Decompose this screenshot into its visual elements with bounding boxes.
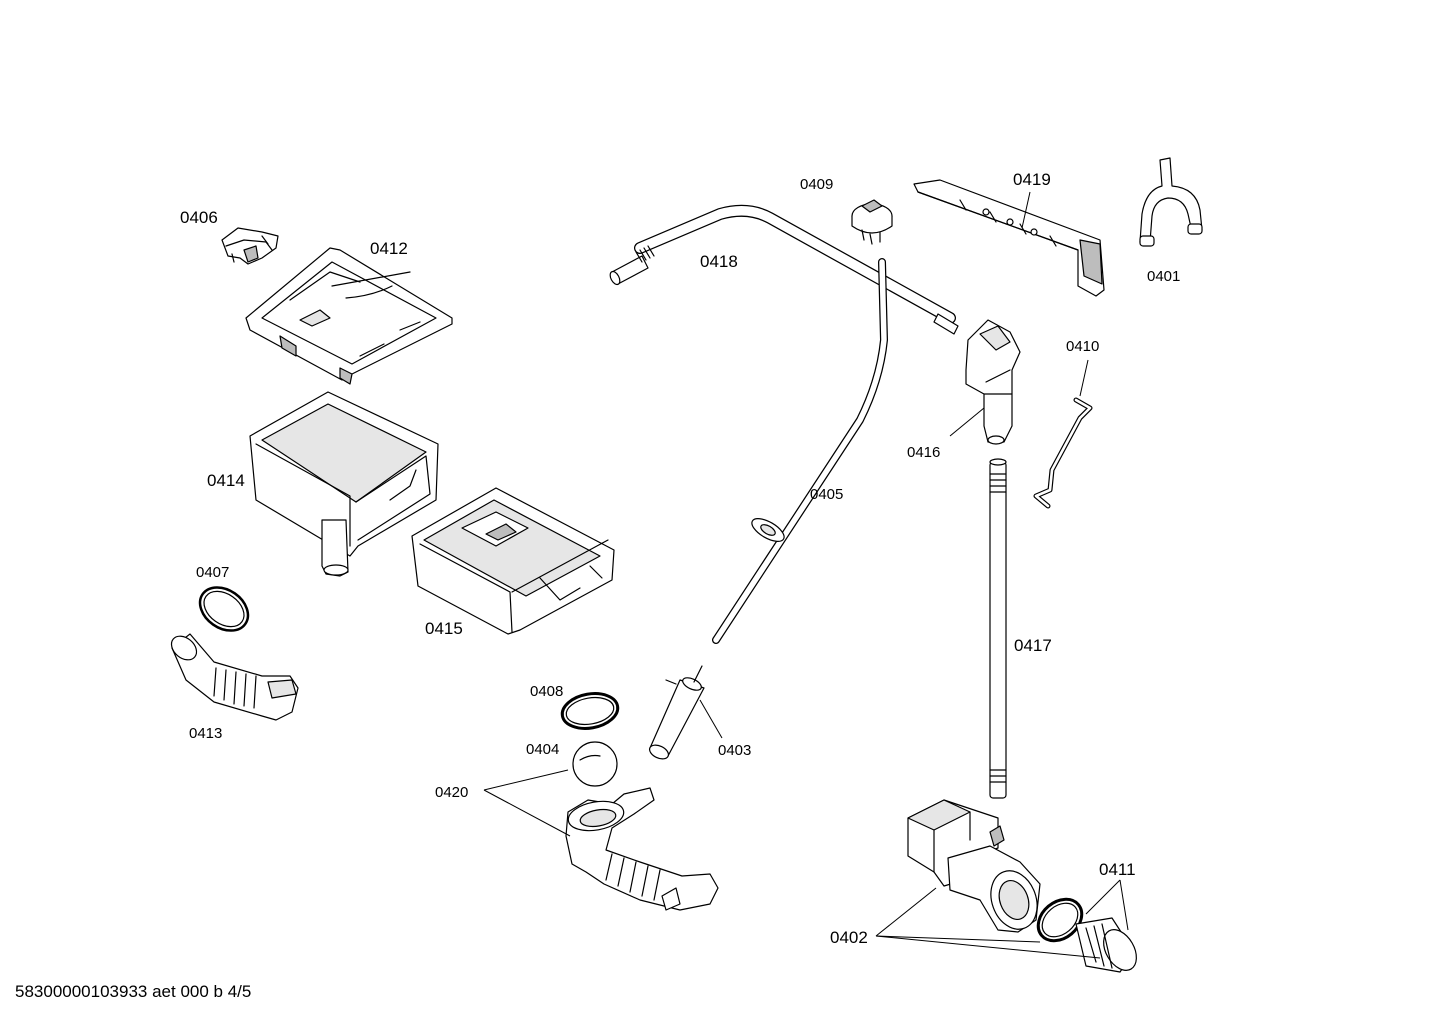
label-0402: 0402 <box>830 928 868 947</box>
part-0409-pressure-switch[interactable] <box>851 199 893 245</box>
part-0410-wire-bracket[interactable] <box>1033 397 1093 509</box>
part-0407-ring[interactable] <box>192 579 256 640</box>
part-0413-bellows-hose[interactable] <box>167 631 299 721</box>
label-0404: 0404 <box>526 741 559 758</box>
part-0412-dispenser-frame[interactable] <box>245 247 453 385</box>
part-0408-seal-ring[interactable] <box>559 689 620 732</box>
part-0419-bar[interactable] <box>913 179 1105 297</box>
part-labels: 0401 0402 0403 0404 0405 0406 0407 0408 … <box>180 170 1180 947</box>
part-0403-canister[interactable] <box>647 665 705 762</box>
label-0414: 0414 <box>207 471 245 490</box>
part-0402-drain-pump[interactable] <box>907 799 1045 936</box>
document-footer-code: 58300000103933 aet 000 b 4/5 <box>15 982 251 1001</box>
part-0416-elbow[interactable] <box>965 319 1021 445</box>
part-0401-y-fork[interactable] <box>1139 157 1203 247</box>
part-0411-filter[interactable] <box>1030 891 1143 976</box>
label-0415: 0415 <box>425 619 463 638</box>
part-0417-vertical-hose[interactable] <box>989 458 1007 799</box>
leader-lines <box>483 191 1129 959</box>
label-0416: 0416 <box>907 444 940 461</box>
label-0407: 0407 <box>196 564 229 581</box>
label-0413: 0413 <box>189 725 222 742</box>
label-0401: 0401 <box>1147 268 1180 285</box>
part-0414-dispenser-housing[interactable] <box>249 391 439 577</box>
label-0405: 0405 <box>810 486 843 503</box>
part-0406-clip[interactable] <box>221 227 279 265</box>
label-0420: 0420 <box>435 784 468 801</box>
label-0418: 0418 <box>700 252 738 271</box>
label-0410: 0410 <box>1066 338 1099 355</box>
label-0419: 0419 <box>1013 170 1051 189</box>
label-0412: 0412 <box>370 239 408 258</box>
label-0417: 0417 <box>1014 636 1052 655</box>
label-0411: 0411 <box>1099 860 1136 879</box>
label-0403: 0403 <box>718 742 751 759</box>
label-0409: 0409 <box>800 176 833 193</box>
part-0420-sump-hose[interactable] <box>565 787 719 911</box>
label-0406: 0406 <box>180 208 218 227</box>
part-0418-long-hose[interactable] <box>608 204 959 335</box>
part-0404-ball[interactable] <box>572 741 618 787</box>
part-0415-detergent-drawer[interactable] <box>411 487 615 635</box>
part-0405-level-tube[interactable] <box>712 258 888 644</box>
label-0408: 0408 <box>530 683 563 700</box>
